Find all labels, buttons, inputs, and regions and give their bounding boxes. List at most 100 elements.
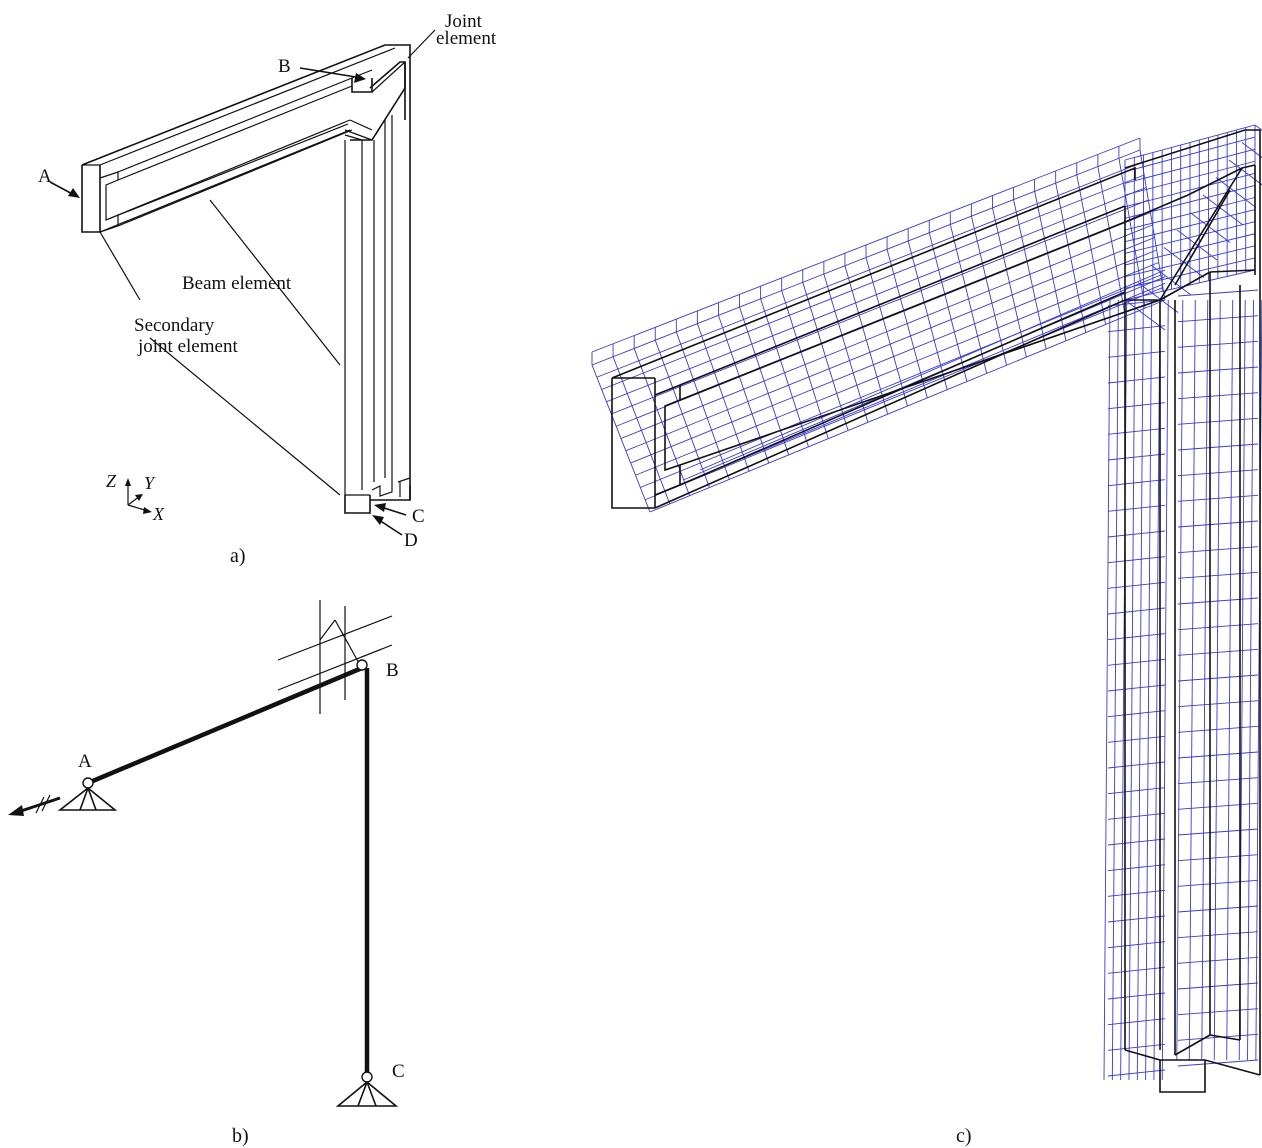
column-mesh-line [1177, 956, 1259, 964]
panel-b-caption: b) [232, 1125, 249, 1147]
column-mesh-line [1177, 648, 1259, 656]
panel-a-label-d: D [404, 530, 418, 551]
axis-y-label: Y [144, 473, 156, 493]
column-mesh-line [1177, 1033, 1259, 1041]
column-mesh-line [1177, 469, 1259, 477]
panel-b-support-c [335, 1081, 399, 1107]
column-mesh-line [1177, 366, 1259, 374]
column-mesh-line [1177, 879, 1259, 887]
joint-mesh-line [1124, 209, 1256, 243]
column-mesh-line [1213, 299, 1221, 1061]
panel-b-hinge-c [361, 1071, 373, 1083]
panel-c-beam-mesh [591, 137, 1166, 513]
secondary-joint-label-line1: Secondary [134, 315, 215, 336]
panel-b-hinge-b [356, 659, 368, 671]
beam-mesh-line [649, 299, 1166, 513]
panel-c: c) [591, 124, 1262, 1147]
panel-a: A B C D Joint element Beam element Secon… [38, 11, 497, 567]
column-mesh-line [1107, 992, 1166, 1000]
joint-mesh-line [1124, 172, 1256, 208]
joint-mesh-line [1176, 229, 1218, 261]
column-mesh-line [1176, 299, 1184, 1061]
beam-mesh-line [630, 249, 1157, 464]
column-mesh-line [1107, 838, 1166, 846]
column-mesh-line [1177, 571, 1259, 579]
column-mesh-line [1107, 941, 1166, 949]
joint-mesh-line [1124, 148, 1256, 184]
beam-mesh-line [591, 137, 1141, 353]
column-mesh-line [1107, 787, 1166, 795]
column-mesh-line [1177, 417, 1259, 425]
column-mesh-line [1107, 402, 1166, 410]
column-mesh-line [1177, 546, 1259, 554]
column-mesh-line [1177, 623, 1259, 631]
panel-b-joint-lines [277, 600, 393, 714]
panel-a-column [344, 60, 411, 514]
panel-c-caption: c) [956, 1125, 972, 1147]
axis-triad: Z Y X [106, 471, 165, 524]
joint-element-label-line1: Joint [445, 11, 483, 32]
column-mesh-line [1177, 315, 1259, 323]
joint-mesh-line [1124, 197, 1256, 231]
column-mesh-line [1226, 299, 1234, 1061]
joint-mesh-line [1228, 159, 1262, 186]
joint-element-label-line2: element [436, 28, 497, 49]
column-mesh-line [1177, 289, 1259, 297]
beam-element-label: Beam element [182, 273, 292, 294]
panel-a-label-b: B [278, 56, 291, 77]
column-mesh-line [1107, 710, 1166, 718]
joint-mesh-line [1241, 142, 1262, 159]
panel-a-label-a: A [38, 166, 52, 187]
panel-b-label-c: C [392, 1061, 405, 1082]
beam-mesh-line [611, 199, 1149, 415]
column-mesh-line [1107, 658, 1166, 666]
panel-b: A B C b) [8, 600, 405, 1147]
column-mesh-line [1107, 633, 1166, 641]
column-mesh-line [1107, 325, 1166, 333]
panel-a-label-c: C [412, 506, 425, 527]
beam-mesh-line [596, 162, 1143, 378]
column-mesh-line [1128, 299, 1136, 1081]
column-mesh-line [1107, 427, 1166, 435]
column-mesh-line [1177, 828, 1259, 836]
column-mesh-line [1177, 443, 1259, 451]
column-mesh-line [1136, 299, 1144, 1081]
column-mesh-line [1107, 504, 1166, 512]
column-mesh-line [1247, 299, 1254, 1061]
column-mesh-line [1107, 376, 1166, 384]
joint-mesh-line [1124, 269, 1256, 301]
column-mesh-line [1177, 340, 1259, 348]
panel-b-restraint-arrow [8, 794, 61, 816]
secondary-joint-label-line2: joint element [137, 336, 238, 357]
joint-mesh-line [1124, 221, 1256, 254]
panel-b-beam-member [87, 665, 363, 786]
column-mesh-line [1107, 915, 1166, 923]
axis-x-label: X [152, 504, 165, 524]
column-mesh-line [1107, 735, 1166, 743]
column-mesh-line [1107, 966, 1166, 974]
joint-mesh-line [1137, 282, 1179, 313]
panel-c-undeformed-outline [611, 129, 1261, 1093]
column-mesh-line [1107, 479, 1166, 487]
column-mesh-line [1255, 299, 1262, 1061]
joint-mesh-line [1124, 257, 1256, 289]
column-mesh-line [1177, 700, 1259, 708]
joint-mesh-line [1150, 264, 1192, 296]
column-mesh-line [1201, 299, 1209, 1061]
column-mesh-line [1107, 684, 1166, 692]
panel-b-hinge-a [82, 777, 94, 789]
column-mesh-line [1107, 812, 1166, 820]
column-mesh-line [1107, 530, 1166, 538]
column-mesh-line [1177, 982, 1259, 990]
beam-mesh-line [625, 237, 1155, 452]
column-mesh-line [1107, 1018, 1166, 1026]
beam-mesh-line [699, 269, 1166, 471]
joint-mesh-line [1124, 299, 1166, 331]
panel-a-beam [81, 44, 411, 233]
column-mesh-line [1177, 931, 1259, 939]
joint-mesh-line [1124, 160, 1256, 196]
column-mesh-line [1177, 520, 1259, 528]
column-mesh-line [1107, 1069, 1166, 1077]
axis-z-label: Z [106, 471, 117, 491]
beam-mesh-line [635, 262, 1159, 476]
